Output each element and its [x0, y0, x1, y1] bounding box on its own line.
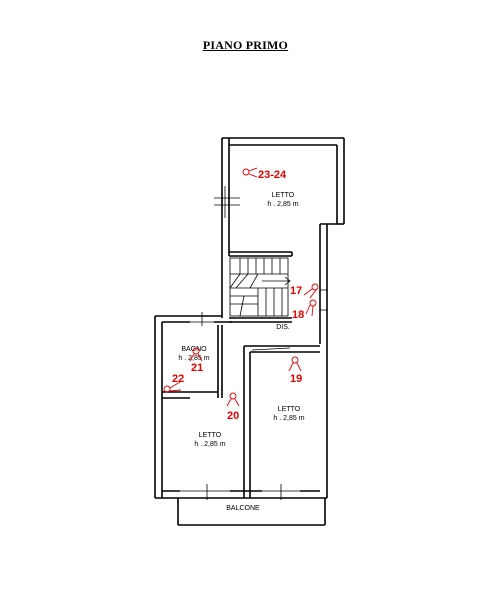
camera-icon	[189, 347, 203, 362]
photo-point-number: 19	[290, 373, 302, 385]
photo-point-number: 17	[290, 285, 302, 297]
room-label: BAGNO	[181, 346, 207, 353]
photo-points: 23-24 17 18 19 21	[163, 167, 319, 422]
camera-icon	[303, 283, 319, 299]
photo-point-number: 23-24	[258, 169, 287, 181]
camera-icon	[242, 167, 258, 178]
camera-icon	[226, 392, 240, 407]
camera-icon	[305, 299, 317, 317]
camera-icon	[288, 356, 302, 372]
room-label: DIS.	[276, 324, 290, 331]
room-label: LETTO	[272, 192, 295, 199]
room-height: h . 2,85 m	[194, 441, 225, 448]
photo-point-number: 18	[292, 309, 304, 321]
walls	[154, 137, 345, 526]
room-height: h . 2,85 m	[178, 355, 209, 362]
photo-point-number: 22	[172, 373, 184, 385]
staircase	[229, 257, 291, 317]
room-label: LETTO	[199, 432, 222, 439]
doors	[221, 347, 291, 362]
room-label: BALCONE	[226, 505, 260, 512]
room-label: LETTO	[278, 406, 301, 413]
room-height: h . 2,85 m	[267, 201, 298, 208]
camera-icon	[163, 381, 182, 393]
photo-point-number: 21	[191, 362, 203, 374]
room-labels: LETTO h . 2,85 m BAGNO h . 2,85 m LETTO …	[178, 192, 304, 512]
photo-point-number: 20	[227, 410, 239, 422]
room-height: h . 2,85 m	[273, 415, 304, 422]
page-title: PIANO PRIMO	[202, 38, 289, 52]
